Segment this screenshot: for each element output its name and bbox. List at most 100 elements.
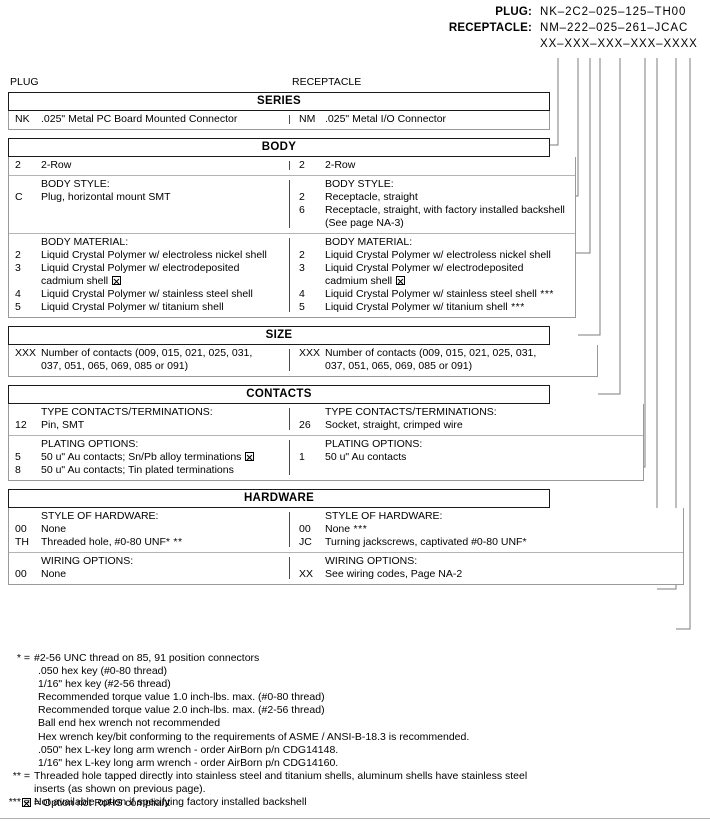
option-code: 3: [15, 262, 21, 274]
column-divider: [289, 180, 290, 228]
option-code: 1: [299, 451, 305, 463]
plug-part-number: NK–2C2–025–125–TH00: [540, 6, 687, 18]
section-title-hardware: HARDWARE: [8, 489, 550, 508]
option-code: 6: [299, 204, 305, 216]
option-text-continued: cadmium shell: [299, 275, 575, 288]
footnotes: * =#2-56 UNC thread on 85, 91 position c…: [8, 652, 608, 809]
section-title-series: SERIES: [8, 92, 550, 111]
option-text: None: [41, 523, 67, 535]
option-text: 50 u" Au contacts: [325, 451, 407, 463]
option-text: Receptacle, straight, with factory insta…: [325, 204, 565, 216]
receptacle-subsection-heading: STYLE OF HARDWARE:: [325, 510, 443, 522]
receptacle-column: TYPE CONTACTS/TERMINATIONS: 26 Socket, str…: [289, 406, 643, 432]
footnote-text: #2-56 UNC thread on 85, 91 position conn…: [34, 652, 260, 664]
option-text: Receptacle, straight: [325, 191, 418, 203]
option-text: Liquid Crystal Polymer w/ electroless ni…: [41, 249, 267, 261]
option-text: Liquid Crystal Polymer w/ stainless stee…: [325, 288, 555, 300]
section-title-wrap: BODY: [8, 130, 702, 157]
plug-part-number-row: PLUG: NK–2C2–025–125–TH00: [0, 6, 710, 22]
option-text: 50 u" Au contacts; Sn/Pb alloy terminati…: [41, 451, 289, 464]
option-code: XXX: [299, 347, 321, 359]
option-text: Socket, straight, crimped wire: [325, 419, 463, 431]
column-divider: [289, 512, 290, 547]
column-divider: [289, 557, 290, 579]
option-code: 00: [299, 523, 311, 535]
option-text: 2-Row: [325, 159, 356, 171]
receptacle-column: 2 2-Row: [289, 159, 575, 172]
footnote-line: Recommended torque value 2.0 inch-lbs. m…: [38, 704, 325, 717]
option-row: 2 2-Row: [299, 159, 575, 172]
option-code: 26: [299, 419, 311, 431]
option-code: JC: [299, 536, 312, 548]
column-divider: [289, 161, 290, 170]
column-divider: [289, 408, 290, 430]
option-row: NM.025" Metal I/O Connector: [299, 113, 549, 126]
footnote-marker: ***: [507, 301, 525, 313]
column-caption-plug: PLUG: [10, 76, 39, 88]
footnote-line: 1/16" hex L-key long arm wrench - order …: [38, 756, 339, 769]
option-text: Liquid Crystal Polymer w/ stainless stee…: [41, 288, 253, 300]
receptacle-subsection-heading: WIRING OPTIONS:: [325, 555, 418, 567]
option-code: 2: [15, 249, 21, 261]
option-code: 4: [299, 288, 305, 300]
page-bottom-rule: [0, 818, 710, 819]
subsection: PLATING OPTIONS: 5 50 u" Au contacts; Sn/P…: [9, 435, 643, 480]
rohs-not-compliant-icon: [396, 276, 406, 285]
footnote-row: ** =Threaded hole tapped directly into s…: [8, 770, 608, 783]
receptacle-subsection-heading: BODY MATERIAL:: [325, 236, 413, 248]
footnote-line: Hex wrench key/bit conforming to the req…: [38, 730, 470, 743]
receptacle-subsection-heading: TYPE CONTACTS/TERMINATIONS:: [325, 406, 497, 418]
rohs-legend: = Option not RoHS compliant: [18, 797, 170, 809]
option-code: XXX: [15, 347, 37, 359]
section-title-wrap: SERIES: [8, 92, 702, 111]
receptacle-column: NM.025" Metal I/O Connector: [289, 113, 549, 126]
receptacle-subsection-heading: PLATING OPTIONS:: [325, 438, 423, 450]
column-caption-receptacle: RECEPTACLE: [292, 76, 362, 88]
receptacle-part-number-row: RECEPTACLE: NM–222–025–261–JCAC: [0, 22, 710, 38]
option-row: 8 50 u" Au contacts; Tin plated terminati…: [15, 464, 289, 477]
option-text: 50 u" Au contacts; Tin plated terminatio…: [41, 464, 234, 476]
option-code: 00: [15, 568, 27, 580]
footnote-line: .050 hex key (#0-80 thread): [38, 665, 167, 678]
generic-part-number-row: XX–XXX–XXX–XXX–XXXX: [0, 38, 710, 54]
plug-subsection-heading: WIRING OPTIONS:: [41, 555, 134, 567]
option-code: 8: [15, 464, 21, 476]
option-code: XX: [299, 568, 314, 580]
option-code: 2: [299, 159, 305, 171]
option-row: NK.025" Metal PC Board Mounted Connector: [15, 113, 289, 126]
footnote-marker: ***: [350, 523, 368, 535]
plug-label: PLUG:: [495, 6, 532, 18]
footnote-text: Threaded hole tapped directly into stain…: [34, 769, 528, 782]
option-code: 5: [15, 451, 21, 463]
subsection: NK.025" Metal PC Board Mounted Connector…: [9, 111, 549, 129]
option-code: 2: [299, 249, 305, 261]
footnote-line: Ball end hex wrench not recommended: [38, 717, 221, 730]
plug-column: NK.025" Metal PC Board Mounted Connector: [9, 113, 289, 126]
option-text: See wiring codes, Page NA-2: [325, 568, 463, 580]
section-title-wrap: SIZE: [8, 318, 702, 345]
section-title-contacts: CONTACTS: [8, 385, 550, 404]
option-code: C: [15, 191, 23, 203]
